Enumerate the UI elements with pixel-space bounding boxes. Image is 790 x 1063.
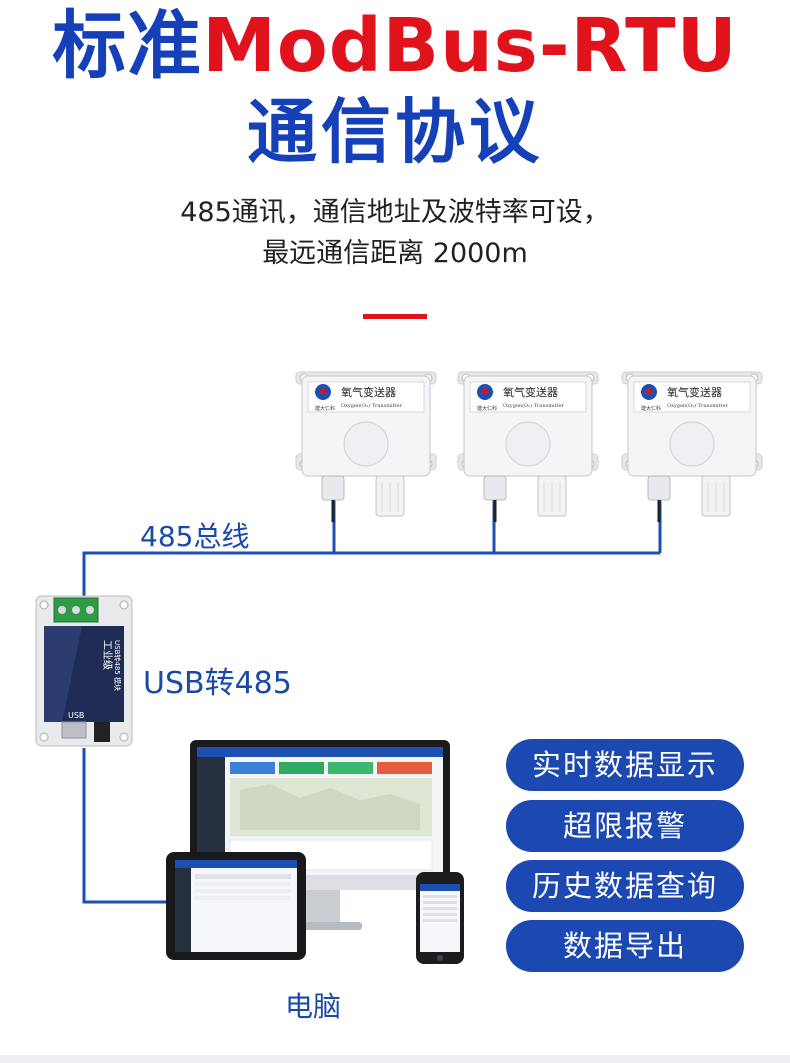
title-prefix: 标准 [52, 3, 203, 89]
sensor-1-brand: 建大仁科 [315, 405, 335, 412]
main-title: 标准ModBus-RTU [0, 4, 790, 88]
phone [416, 872, 464, 964]
bus-label: 485总线 [140, 520, 250, 553]
feature-alarm-button[interactable]: 超限报警 [506, 800, 744, 852]
feature-realtime-button[interactable]: 实时数据显示 [506, 739, 744, 791]
converter-label: USB转485 [143, 666, 292, 701]
sensor-3-sub: Oxygen(O₂) Transmitter [667, 402, 729, 409]
subtitle-line2: 最远通信距离 2000m [262, 238, 528, 269]
title-line2: 通信协议 [247, 91, 543, 173]
usb-485-converter [35, 595, 133, 747]
title-protocol: ModBus-RTU [202, 3, 738, 89]
subtitle-line1: 485通讯，通信地址及波特率可设， [180, 197, 610, 228]
sensor-2-name: 氧气变送器 [503, 385, 558, 399]
sensor-2-sub: Oxygen(O₂) Transmitter [503, 402, 565, 409]
tablet [166, 852, 306, 960]
sensor-1-name: 氧气变送器 [341, 385, 396, 399]
feature-export-button[interactable]: 数据导出 [506, 920, 744, 972]
sensor-3-name: 氧气变送器 [667, 385, 722, 399]
sensor-3-brand: 建大仁科 [641, 405, 661, 412]
converter-sub-text: USB转485 模块 [113, 640, 122, 691]
converter-industrial-text: 工业级 [101, 640, 113, 670]
bottom-strip [0, 1055, 790, 1063]
sensor-1-sub: Oxygen(O₂) Transmitter [341, 402, 403, 409]
red-divider [363, 314, 427, 319]
sensor-2-brand: 建大仁科 [477, 405, 497, 412]
converter-usb-text: USB [68, 711, 84, 720]
computer-label: 电脑 [285, 990, 342, 1023]
feature-history-button[interactable]: 历史数据查询 [506, 860, 744, 912]
